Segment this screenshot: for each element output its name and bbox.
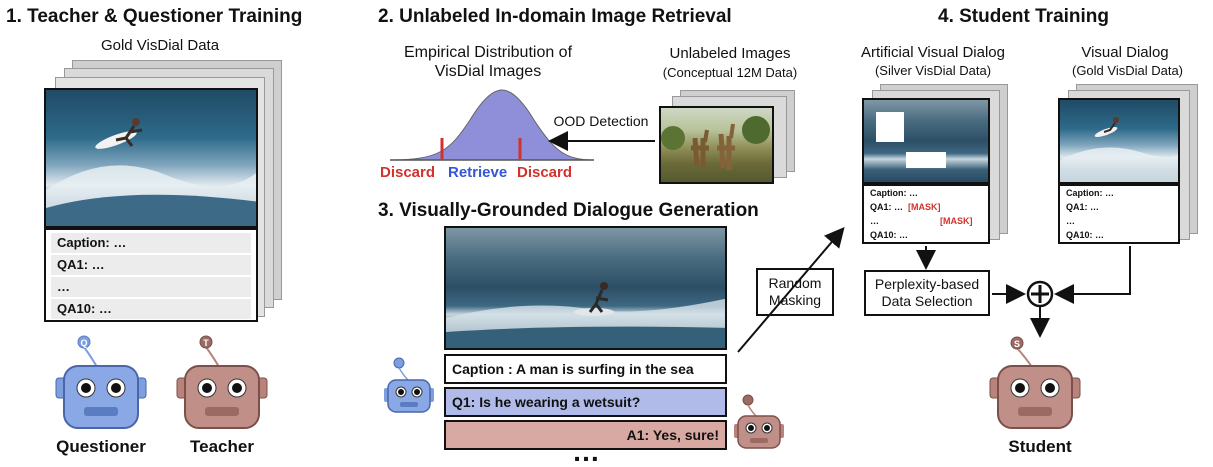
- unlabeled-images-line1: Unlabeled Images: [669, 45, 791, 62]
- questioner-badge: Q: [80, 338, 87, 348]
- perplexity-selection-box: Perplexity-based Data Selection: [864, 270, 990, 316]
- ood-detection-label: OOD Detection: [553, 113, 649, 129]
- dialog-ellipsis: …: [572, 436, 601, 467]
- gold-dialog-photo: [1058, 98, 1180, 184]
- gold-qa-ellipsis: …: [51, 277, 251, 297]
- questioner-robot: Q: [55, 335, 147, 429]
- teacher-robot: T: [176, 335, 268, 429]
- section-4-title: 4. Student Training: [938, 6, 1110, 27]
- small-questioner-robot: [384, 357, 434, 413]
- random-masking-line1: Random: [768, 275, 822, 291]
- discard-left-label: Discard: [380, 164, 436, 181]
- gold-visdial-label: Gold VisDial Data: [100, 37, 220, 54]
- silver-title-line1: Artificial Visual Dialog: [861, 44, 1005, 61]
- small-teacher-robot: [734, 394, 784, 449]
- student-robot: S: [989, 336, 1081, 429]
- silver-qa-panel: Caption: … QA1: … … QA10: … [MASK] [MASK…: [862, 184, 990, 244]
- random-masking-line2: Masking: [768, 292, 822, 308]
- combine-plus-icon: [1026, 280, 1054, 308]
- mask-token-1: [MASK]: [908, 202, 941, 212]
- dialog-answer-1: A1: Yes, sure!: [444, 420, 727, 450]
- silver-qa-ellipsis: …: [870, 216, 879, 226]
- giraffe-photo-drawing: [661, 116, 770, 170]
- gold-dialog-qa-qa10: QA10: …: [1066, 230, 1105, 240]
- mask-patch-1: [876, 112, 904, 142]
- silver-qa-qa1: QA1: …: [870, 202, 904, 212]
- teacher-label: Teacher: [190, 437, 254, 456]
- gold-dialog-photo-drawing: [1060, 117, 1178, 182]
- teacher-badge: T: [203, 338, 209, 348]
- random-masking-box: Random Masking: [756, 268, 834, 316]
- student-badge: S: [1014, 339, 1020, 349]
- silver-title-line2: (Silver VisDial Data): [874, 63, 992, 78]
- section-3-title: 3. Visually-Grounded Dialogue Generation: [378, 200, 759, 221]
- gold-dialog-title-line1: Visual Dialog: [1081, 44, 1169, 61]
- mask-token-2: [MASK]: [940, 216, 973, 226]
- dist-title-line2: VisDial Images: [434, 63, 542, 80]
- dialog-caption: Caption : A man is surfing in the sea: [444, 354, 727, 384]
- gold-dialog-qa-qa1: QA1: …: [1066, 202, 1100, 212]
- surfer-photo: [44, 88, 258, 228]
- unlabeled-images-line2: (Conceptual 12M Data): [662, 65, 798, 80]
- gold-qa-panel: Caption: … QA1: … … QA10: …: [44, 228, 258, 322]
- gold-to-plus-arrow: [1054, 246, 1131, 304]
- retrieve-label: Retrieve: [448, 164, 508, 181]
- surfer-photo-drawing: [46, 118, 256, 226]
- silver-qa-qa10: QA10: …: [870, 230, 909, 240]
- student-label: Student: [1008, 437, 1072, 456]
- silver-photo: [862, 98, 990, 184]
- dist-title-line1: Empirical Distribution of: [403, 44, 573, 61]
- perplexity-line2: Data Selection: [881, 293, 973, 309]
- gold-dialog-qa-caption: Caption: …: [1066, 188, 1114, 198]
- section-2-title: 2. Unlabeled In-domain Image Retrieval: [378, 6, 732, 27]
- ocean-surfer-photo: [444, 226, 727, 350]
- gold-dialog-qa-panel: Caption: … QA1: … … QA10: …: [1058, 184, 1180, 244]
- discard-right-label: Discard: [517, 164, 573, 181]
- questioner-label: Questioner: [56, 437, 146, 456]
- section-1-title: 1. Teacher & Questioner Training: [6, 6, 303, 27]
- gold-dialog-title-line2: (Gold VisDial Data): [1071, 63, 1184, 78]
- gold-qa-qa10: QA10: …: [51, 299, 251, 319]
- perplexity-line1: Perplexity-based: [874, 276, 980, 292]
- mask-patch-2: [906, 152, 946, 168]
- gold-dialog-qa-ellipsis: …: [1066, 216, 1075, 226]
- ocean-surfer-drawing: [446, 282, 725, 348]
- silver-qa-caption: Caption: …: [870, 188, 918, 198]
- gold-qa-caption: Caption: …: [51, 233, 251, 253]
- dialog-question-1: Q1: Is he wearing a wetsuit?: [444, 387, 727, 417]
- giraffe-photo: [659, 106, 774, 184]
- gold-qa-qa1: QA1: …: [51, 255, 251, 275]
